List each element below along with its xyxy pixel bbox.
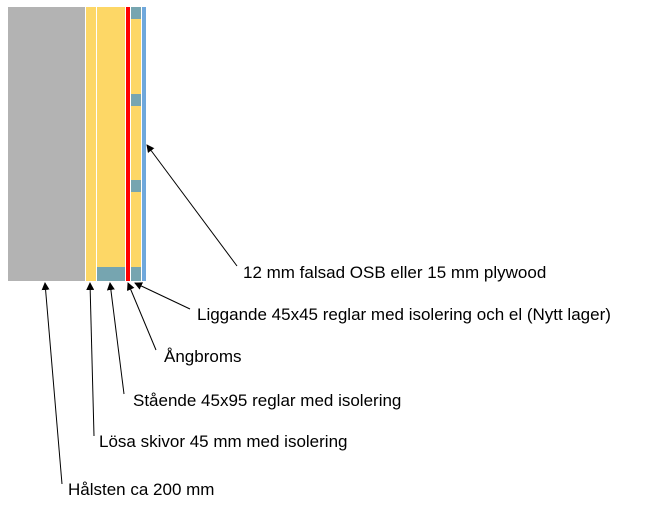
vapor-barrier xyxy=(126,7,130,281)
horizontal-stud-layer xyxy=(131,7,141,281)
arrow-angbroms xyxy=(127,282,157,351)
osb-board-layer xyxy=(142,7,146,281)
label-osb: 12 mm falsad OSB eller 15 mm plywood xyxy=(243,263,546,282)
label-staende: Stående 45x95 reglar med isolering xyxy=(133,391,401,410)
horizontal-stud xyxy=(131,94,141,106)
arrow-liggande xyxy=(134,282,191,310)
standing-stud xyxy=(97,267,125,281)
horizontal-stud xyxy=(131,267,141,281)
arrow-halsten xyxy=(41,282,63,485)
label-losa: Lösa skivor 45 mm med isolering xyxy=(99,432,347,451)
arrow-losa xyxy=(86,282,95,437)
label-liggande: Liggande 45x45 reglar med isolering och … xyxy=(197,305,611,324)
horizontal-stud xyxy=(131,7,141,19)
brick-layer xyxy=(8,7,85,281)
standing-stud-layer xyxy=(97,7,125,281)
label-halsten: Hålsten ca 200 mm xyxy=(68,480,214,499)
arrow-staende xyxy=(106,282,125,395)
arrow-osb xyxy=(146,144,238,267)
label-angbroms: Ångbroms xyxy=(164,347,241,366)
loose-board-layer xyxy=(86,7,96,281)
horizontal-stud xyxy=(131,180,141,192)
